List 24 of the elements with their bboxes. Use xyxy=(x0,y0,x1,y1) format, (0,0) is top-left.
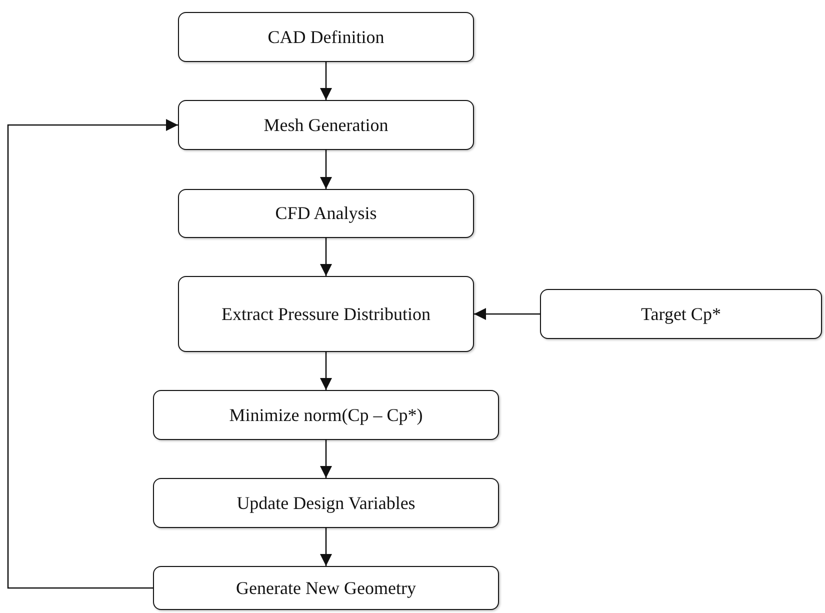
process-box xyxy=(153,478,499,528)
arrow xyxy=(320,352,332,390)
arrow xyxy=(474,308,540,320)
process-box xyxy=(178,100,474,150)
arrow xyxy=(320,238,332,276)
process-box xyxy=(178,12,474,62)
box-label: Update Design Variables xyxy=(236,492,416,515)
arrow xyxy=(320,528,332,566)
arrow xyxy=(7,119,178,589)
process-box xyxy=(153,566,499,610)
process-box xyxy=(178,189,474,238)
box-label: CAD Definition xyxy=(266,26,386,49)
box-label: CFD Analysis xyxy=(274,202,378,226)
arrow xyxy=(320,62,332,100)
process-box xyxy=(153,390,499,440)
process-box xyxy=(540,289,822,339)
process-box xyxy=(178,276,474,352)
box-label: Generate New Geometry xyxy=(235,576,417,600)
arrow xyxy=(320,440,332,478)
box-label: Target Cp* xyxy=(640,302,722,326)
box-label: Mesh Generation xyxy=(262,114,390,137)
box-label: Minimize norm(Cp – Cp*) xyxy=(228,404,424,427)
box-label: Extract Pressure Distribution xyxy=(220,302,432,326)
arrow xyxy=(320,150,332,189)
